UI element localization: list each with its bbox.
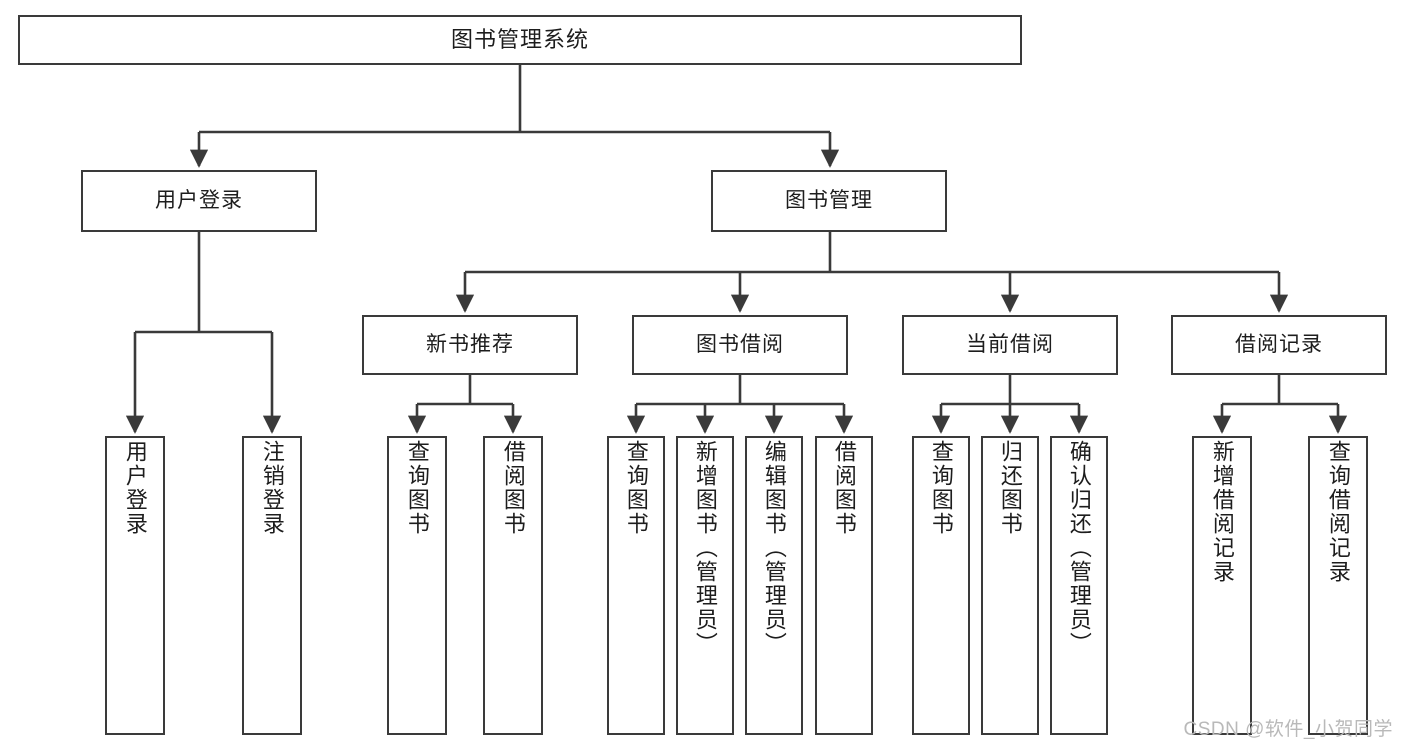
node-label: 当前借阅 bbox=[966, 332, 1054, 356]
node-book-borrow[interactable]: 图书借阅 bbox=[632, 315, 848, 375]
node-label: 确认归还（管理员） bbox=[1066, 440, 1092, 656]
node-leaf-add-book-admin[interactable]: 新增图书（管理员） bbox=[676, 436, 734, 735]
watermark-text: CSDN @软件_小贺同学 bbox=[1183, 719, 1393, 740]
node-label: 借阅记录 bbox=[1235, 332, 1323, 356]
node-label: 图书管理 bbox=[785, 188, 873, 212]
node-leaf-return-book[interactable]: 归还图书 bbox=[981, 436, 1039, 735]
node-leaf-borrow-book-newbook[interactable]: 借阅图书 bbox=[483, 436, 543, 735]
node-leaf-confirm-return-admin[interactable]: 确认归还（管理员） bbox=[1050, 436, 1108, 735]
node-leaf-user-login[interactable]: 用户登录 bbox=[105, 436, 165, 735]
node-label: 查询图书 bbox=[928, 440, 954, 536]
node-label: 借阅图书 bbox=[831, 440, 857, 536]
node-new-book-recommendation[interactable]: 新书推荐 bbox=[362, 315, 578, 375]
node-label: 用户登录 bbox=[122, 440, 148, 536]
node-borrow-record[interactable]: 借阅记录 bbox=[1171, 315, 1387, 375]
node-leaf-query-book-newbook[interactable]: 查询图书 bbox=[387, 436, 447, 735]
node-label: 新增借阅记录 bbox=[1209, 440, 1235, 584]
node-label: 查询图书 bbox=[404, 440, 430, 536]
node-label: 编辑图书（管理员） bbox=[761, 440, 787, 656]
node-book-management[interactable]: 图书管理 bbox=[711, 170, 947, 232]
node-label: 查询借阅记录 bbox=[1325, 440, 1351, 584]
node-leaf-query-borrow-record[interactable]: 查询借阅记录 bbox=[1308, 436, 1368, 735]
node-root-book-management-system[interactable]: 图书管理系统 bbox=[18, 15, 1022, 65]
node-label: 归还图书 bbox=[997, 440, 1023, 536]
node-leaf-add-borrow-record[interactable]: 新增借阅记录 bbox=[1192, 436, 1252, 735]
node-label: 查询图书 bbox=[623, 440, 649, 536]
node-label: 图书借阅 bbox=[696, 332, 784, 356]
node-user-login[interactable]: 用户登录 bbox=[81, 170, 317, 232]
node-leaf-borrow-book[interactable]: 借阅图书 bbox=[815, 436, 873, 735]
node-label: 用户登录 bbox=[155, 188, 243, 212]
node-label: 借阅图书 bbox=[500, 440, 526, 536]
node-label: 新书推荐 bbox=[426, 332, 514, 356]
node-label: 注销登录 bbox=[259, 440, 285, 536]
node-leaf-query-book-current[interactable]: 查询图书 bbox=[912, 436, 970, 735]
node-leaf-edit-book-admin[interactable]: 编辑图书（管理员） bbox=[745, 436, 803, 735]
node-leaf-logout[interactable]: 注销登录 bbox=[242, 436, 302, 735]
node-label: 图书管理系统 bbox=[450, 27, 589, 53]
node-leaf-query-book-borrow[interactable]: 查询图书 bbox=[607, 436, 665, 735]
node-label: 新增图书（管理员） bbox=[692, 440, 718, 656]
node-current-borrow[interactable]: 当前借阅 bbox=[902, 315, 1118, 375]
